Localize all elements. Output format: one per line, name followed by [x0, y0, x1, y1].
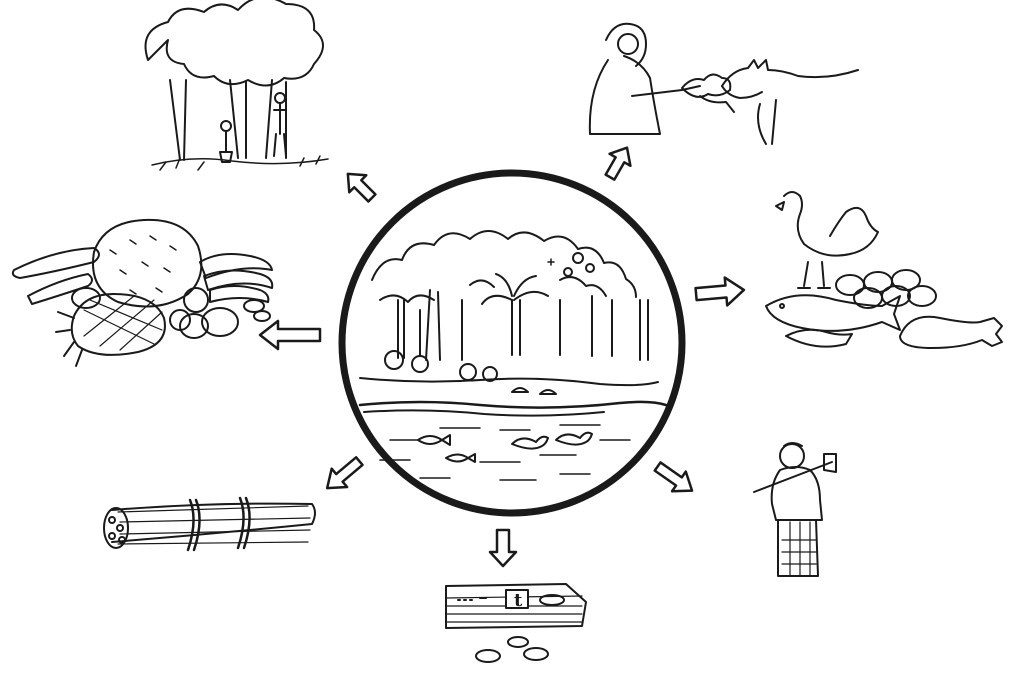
homestead-garden-pond-icon — [338, 169, 686, 517]
arrow-to-protein-icon — [694, 276, 746, 307]
banknote-symbol: t — [514, 590, 523, 611]
arrow-to-fruits-icon — [258, 319, 322, 351]
chicken-fish-eggs-meat-icon — [765, 191, 1003, 349]
trees-shade-icon — [144, 0, 329, 171]
arrows — [258, 146, 746, 568]
arrow-to-fodder-icon — [604, 146, 632, 181]
arrow-to-shade-icon — [346, 172, 377, 203]
farmer-with-axe-icon — [753, 442, 837, 577]
arrow-to-labour-icon — [653, 461, 694, 493]
fruits-vegetables-icon — [11, 218, 274, 367]
arrow-to-fuelwood-icon — [325, 456, 364, 490]
money-taka-icon: t — [445, 583, 587, 663]
arrow-to-money-icon — [488, 528, 518, 568]
fuelwood-bundle-icon — [103, 496, 316, 552]
fodder-cow-icon — [588, 22, 859, 145]
